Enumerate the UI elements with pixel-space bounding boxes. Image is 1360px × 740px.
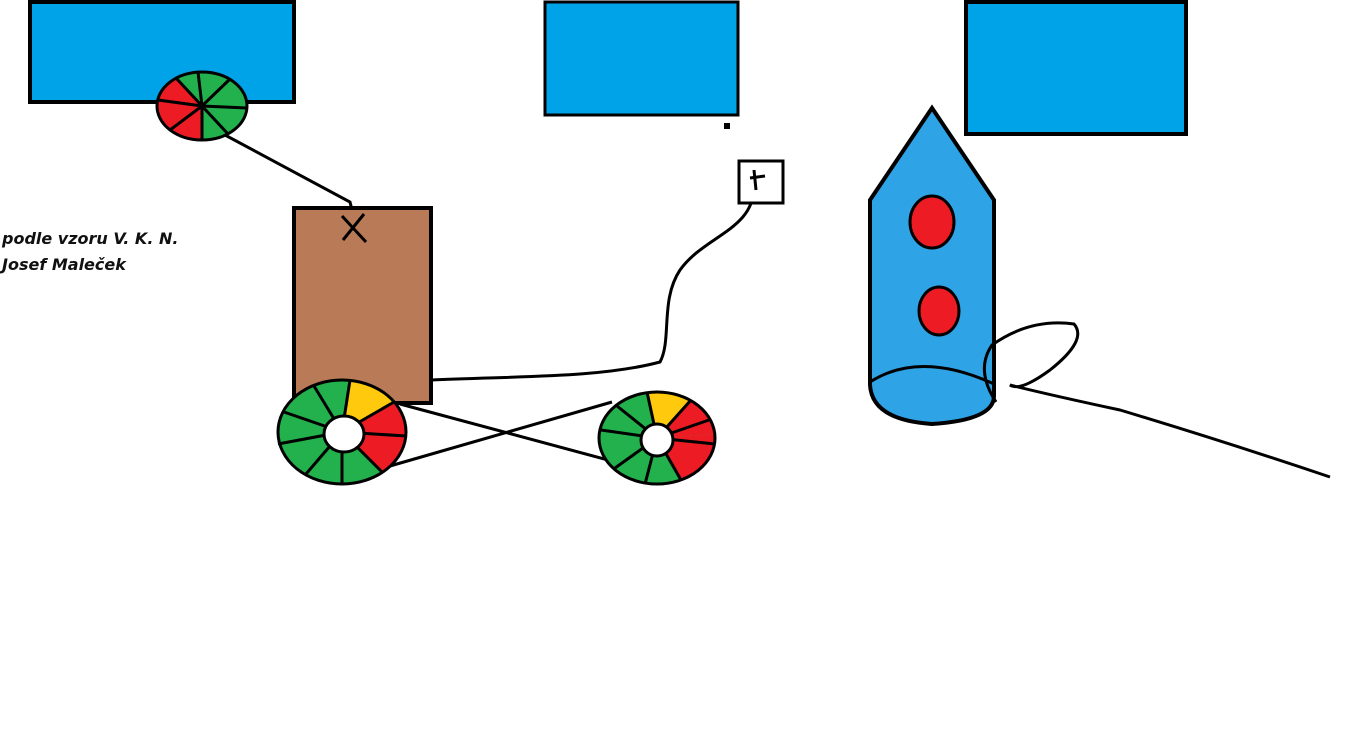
author-caption: podle vzoru V. K. N. Josef Maleček [2, 226, 178, 278]
power-cable [430, 184, 756, 382]
caption-line-2: Josef Maleček [2, 255, 126, 274]
small-wheel-icon [155, 70, 249, 142]
power-socket-icon [737, 159, 785, 205]
blue-rectangle-right [964, 0, 1188, 136]
belt-line-top [224, 133, 354, 211]
dot-mark [724, 123, 730, 129]
rocket [868, 104, 996, 427]
brown-box [292, 206, 433, 405]
big-wheel-right-icon [597, 390, 717, 486]
rocket-window-bottom [917, 285, 961, 337]
cross-mark [340, 213, 368, 244]
blue-rectangle-middle [543, 0, 740, 117]
big-wheel-left-icon [276, 378, 408, 486]
rocket-cable [982, 321, 1331, 479]
rocket-window-top [908, 194, 956, 250]
caption-line-1: podle vzoru V. K. N. [2, 229, 179, 248]
blue-rectangle-left [28, 0, 296, 104]
